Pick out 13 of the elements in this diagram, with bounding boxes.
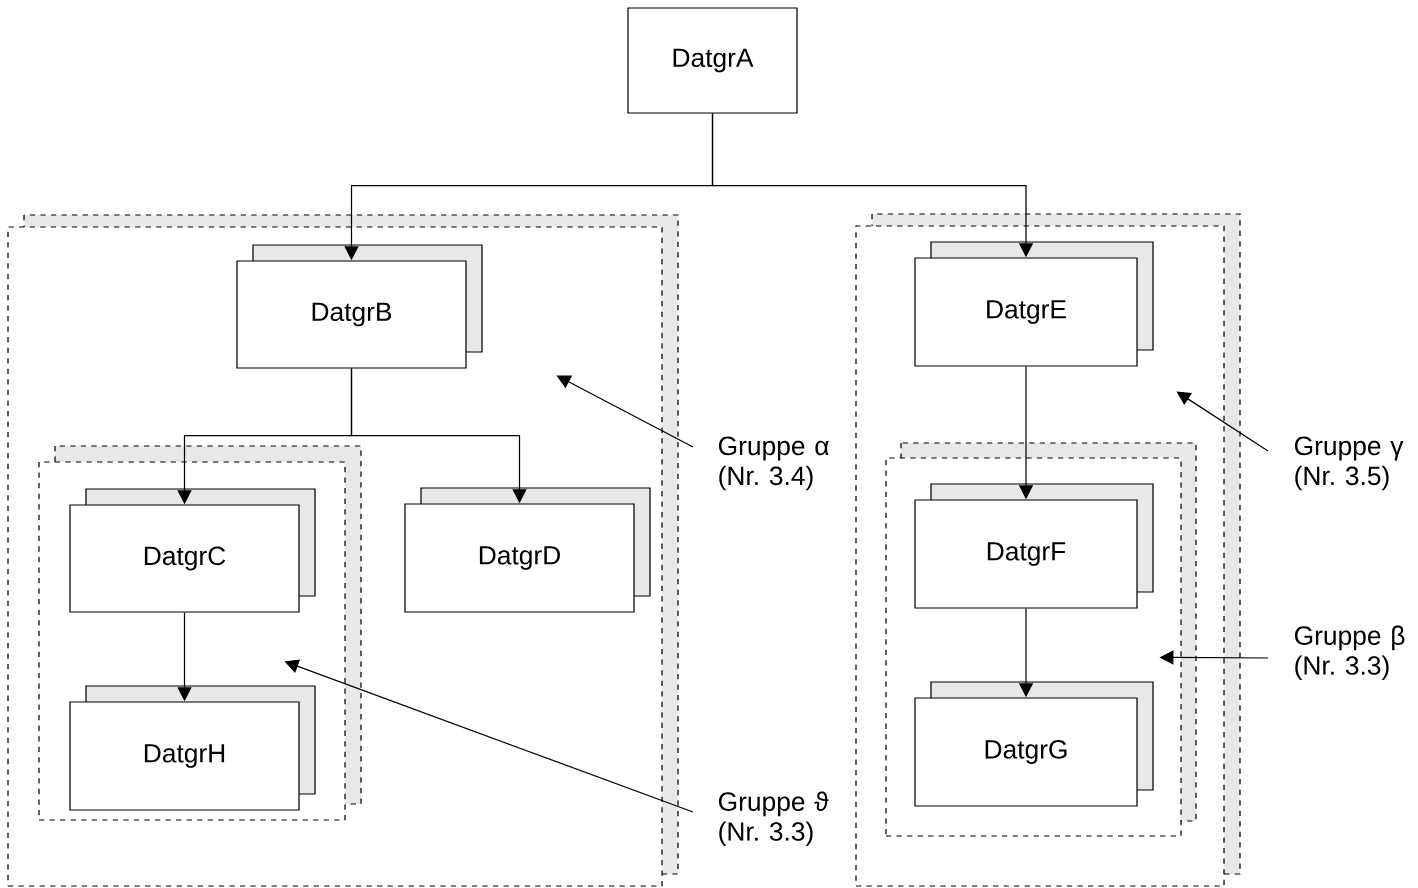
stacked-box: DatgrE <box>914 241 1154 367</box>
stacked-box: DatgrG <box>914 681 1154 807</box>
group-label: Gruppe β (Nr. 3.3) <box>1294 625 1405 681</box>
group-label: Gruppe α (Nr. 3.4) <box>718 436 829 491</box>
stacked-box: DatgrC <box>69 488 316 613</box>
stacked-box: DatgrH <box>69 685 316 811</box>
leader-arrow <box>1176 391 1269 452</box>
stacked-box: DatgrD <box>404 487 651 613</box>
group-label: Gruppe ϑ (Nr. 3.3) <box>718 791 829 847</box>
group-label: Gruppe γ (Nr. 3.5) <box>1294 436 1404 491</box>
stacked-box: DatgrF <box>914 483 1154 609</box>
box: DatgrA <box>627 7 798 114</box>
stacked-box: DatgrB <box>236 244 483 369</box>
